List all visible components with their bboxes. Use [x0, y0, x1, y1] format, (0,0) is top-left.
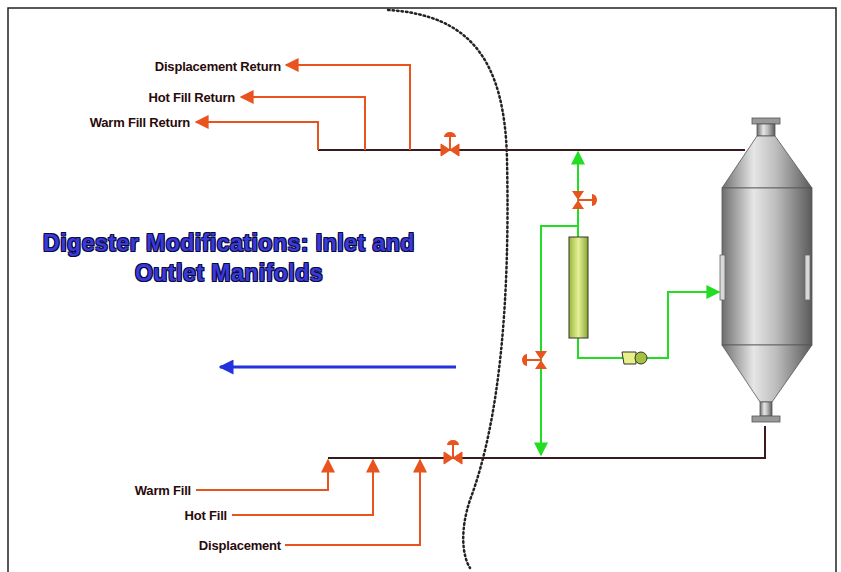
return-line: [196, 122, 318, 150]
return-line: [241, 97, 365, 150]
circulation-line: [646, 292, 719, 358]
stream-label: Displacement: [199, 538, 281, 553]
stream-label: Hot Fill Return: [148, 90, 235, 105]
fill-line: [232, 460, 373, 515]
direction-arrow: [220, 366, 456, 369]
stream-label: Warm Fill: [135, 483, 191, 498]
valve-symbol: [572, 191, 597, 209]
circulation-line: [578, 338, 626, 358]
valve-symbol: [441, 132, 459, 156]
digester-vessel: [720, 118, 812, 422]
return-line: [286, 65, 410, 150]
outlet-pipe: [318, 149, 745, 151]
heat-exchanger: [569, 237, 588, 338]
frame: [8, 8, 836, 572]
fill-line: [285, 460, 420, 545]
pump-symbol: [622, 352, 647, 364]
fill-line: [196, 460, 328, 490]
stream-label: Warm Fill Return: [90, 115, 190, 130]
boundary-curve: [388, 10, 508, 568]
valve-symbol: [444, 440, 462, 464]
valve-symbol: [522, 351, 547, 369]
stream-label: Hot Fill: [185, 508, 227, 523]
diagram-title: Digester Modifications: Inlet and Outlet…: [14, 228, 444, 288]
inlet-pipe: [328, 426, 765, 458]
stream-label: Displacement Return: [155, 59, 281, 74]
